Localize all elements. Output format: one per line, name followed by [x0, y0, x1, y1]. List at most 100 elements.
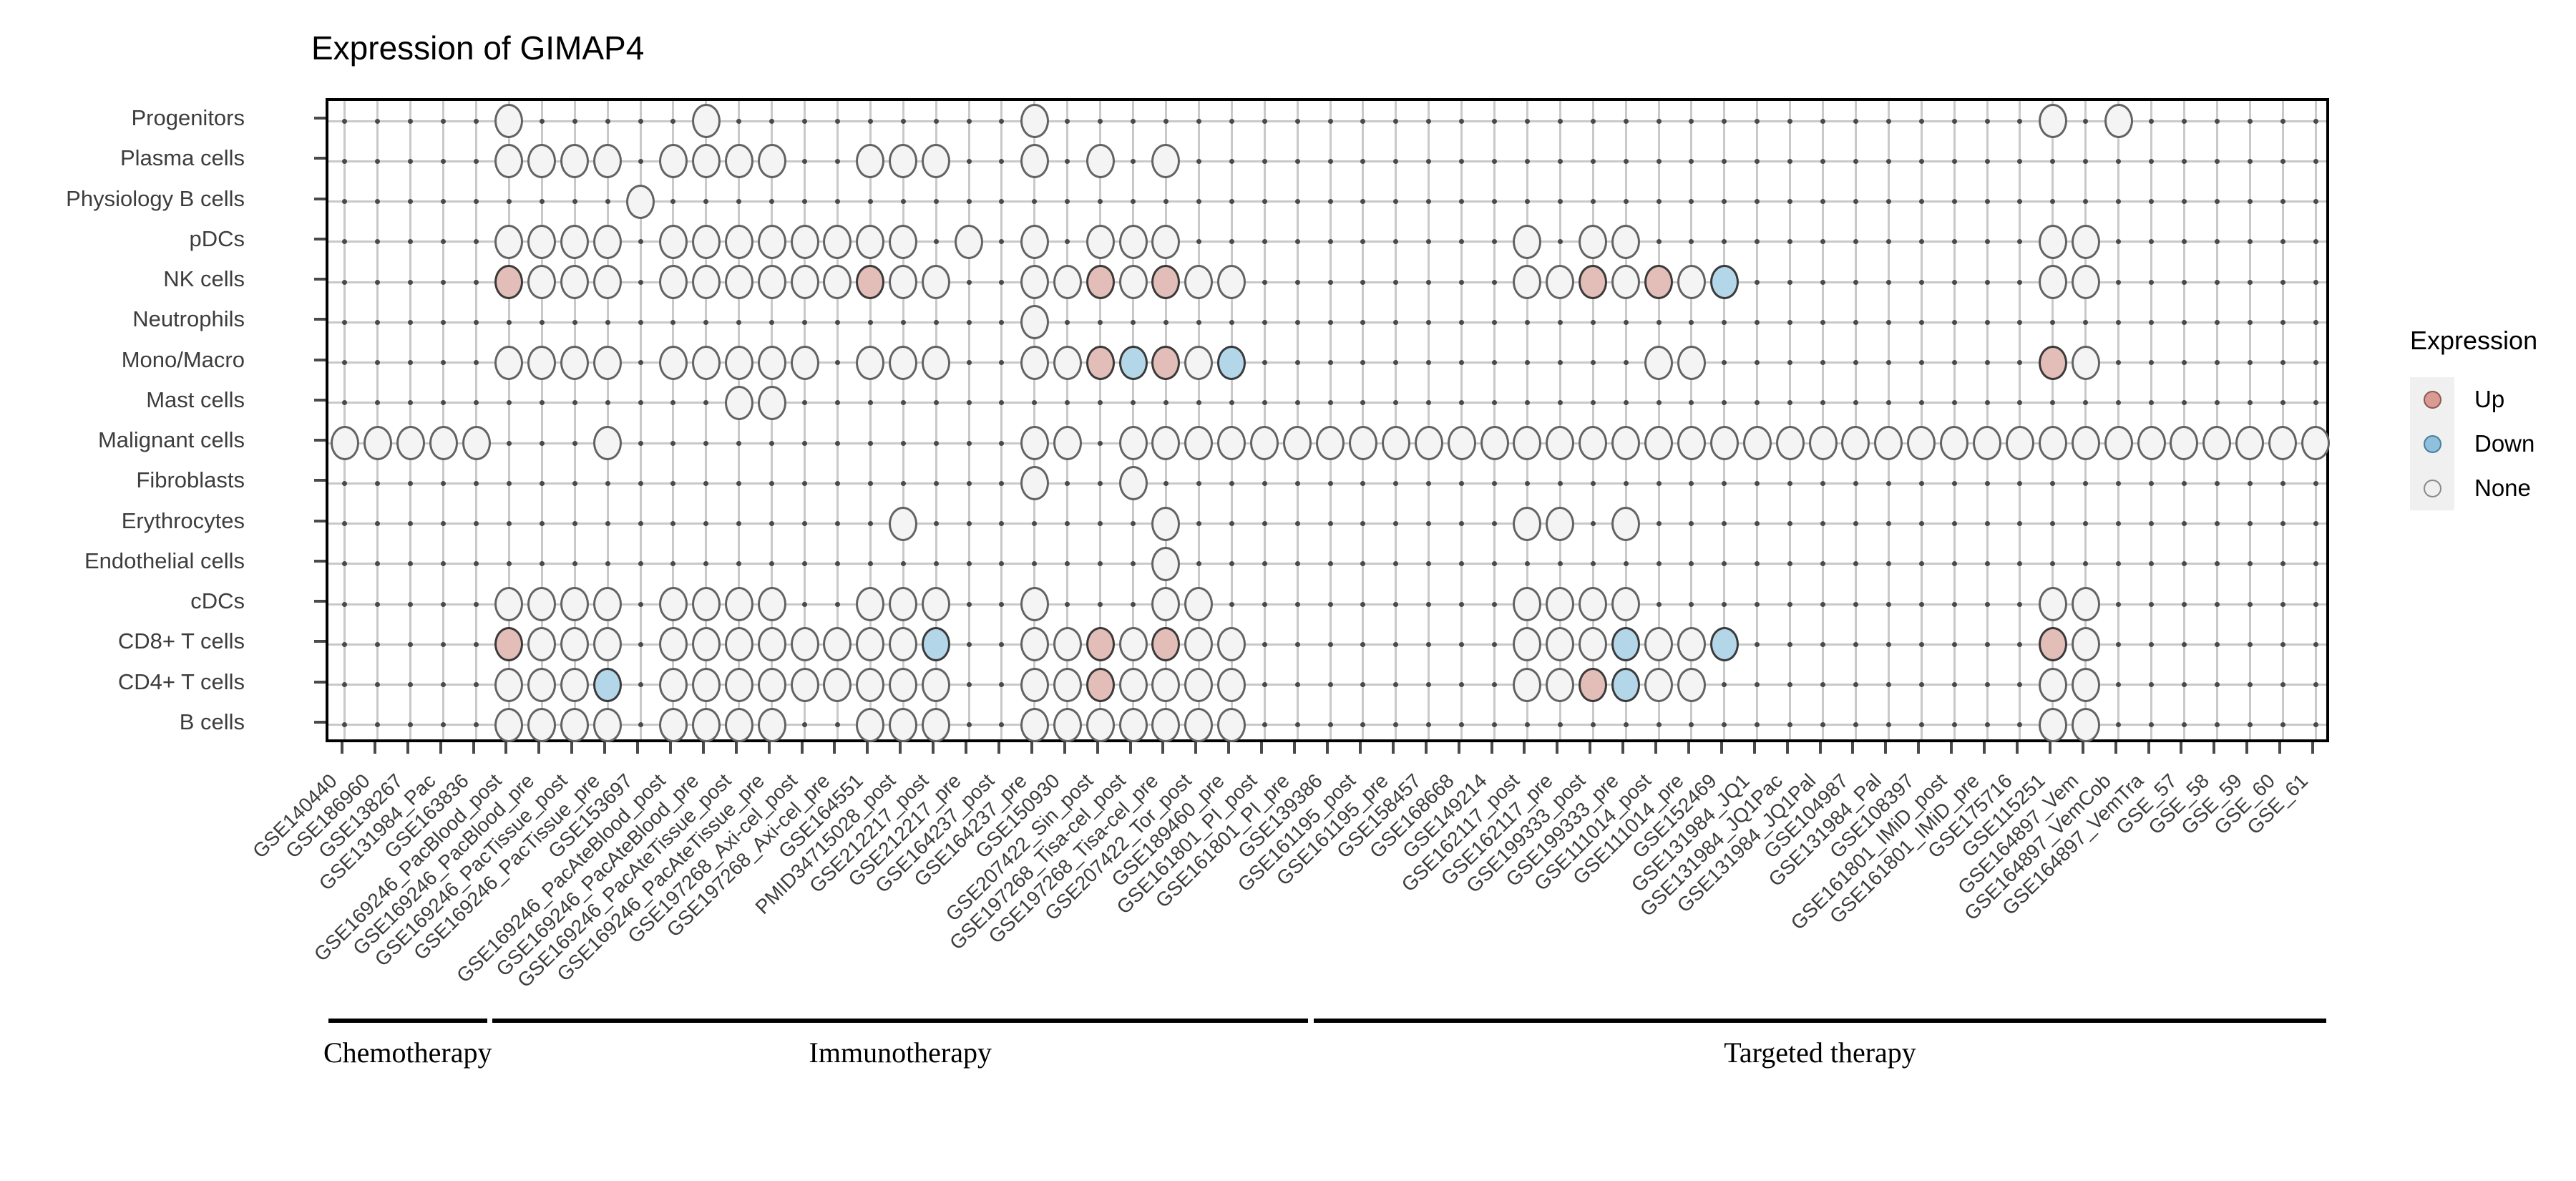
expression-dot[interactable] [757, 707, 786, 742]
expression-dot[interactable] [1151, 627, 1181, 662]
expression-dot[interactable] [1151, 144, 1181, 179]
expression-dot[interactable] [1874, 426, 1903, 461]
expression-dot[interactable] [1217, 627, 1246, 662]
expression-dot[interactable] [658, 265, 688, 300]
expression-dot[interactable] [1709, 265, 1739, 300]
expression-dot[interactable] [1085, 667, 1115, 702]
expression-dot[interactable] [1611, 506, 1641, 541]
expression-dot[interactable] [494, 707, 524, 742]
expression-dot[interactable] [724, 385, 753, 420]
expression-dot[interactable] [922, 265, 951, 300]
expression-dot[interactable] [757, 587, 786, 622]
expression-dot[interactable] [1151, 426, 1181, 461]
expression-dot[interactable] [560, 667, 590, 702]
expression-dot[interactable] [429, 426, 458, 461]
expression-dot[interactable] [790, 224, 819, 259]
expression-dot[interactable] [823, 265, 852, 300]
expression-dot[interactable] [856, 224, 885, 259]
expression-dot[interactable] [2235, 426, 2265, 461]
expression-dot[interactable] [658, 144, 688, 179]
expression-dot[interactable] [1611, 587, 1641, 622]
expression-dot[interactable] [1841, 426, 1870, 461]
expression-dot[interactable] [757, 265, 786, 300]
expression-dot[interactable] [724, 707, 753, 742]
expression-dot[interactable] [1644, 627, 1674, 662]
expression-dot[interactable] [1020, 144, 1049, 179]
expression-dot[interactable] [1381, 426, 1410, 461]
expression-dot[interactable] [856, 265, 885, 300]
expression-dot[interactable] [1644, 426, 1674, 461]
expression-dot[interactable] [1742, 426, 1772, 461]
expression-dot[interactable] [889, 506, 918, 541]
expression-dot[interactable] [494, 104, 524, 139]
expression-dot[interactable] [691, 144, 721, 179]
expression-dot[interactable] [593, 426, 623, 461]
expression-dot[interactable] [2071, 345, 2100, 380]
expression-dot[interactable] [1085, 265, 1115, 300]
expression-dot[interactable] [527, 265, 557, 300]
expression-dot[interactable] [1775, 426, 1805, 461]
expression-dot[interactable] [1118, 466, 1148, 501]
expression-dot[interactable] [1283, 426, 1312, 461]
expression-dot[interactable] [626, 184, 655, 219]
expression-dot[interactable] [1184, 707, 1214, 742]
expression-dot[interactable] [691, 104, 721, 139]
expression-dot[interactable] [1513, 224, 1542, 259]
expression-dot[interactable] [691, 707, 721, 742]
expression-dot[interactable] [1579, 627, 1608, 662]
expression-dot[interactable] [658, 224, 688, 259]
legend-item[interactable]: None [2410, 466, 2537, 510]
expression-dot[interactable] [691, 627, 721, 662]
expression-dot[interactable] [790, 667, 819, 702]
expression-dot[interactable] [1020, 265, 1049, 300]
expression-dot[interactable] [1184, 345, 1214, 380]
expression-dot[interactable] [1020, 305, 1049, 340]
expression-dot[interactable] [757, 224, 786, 259]
expression-dot[interactable] [889, 265, 918, 300]
expression-dot[interactable] [1611, 667, 1641, 702]
expression-dot[interactable] [527, 345, 557, 380]
expression-dot[interactable] [560, 587, 590, 622]
expression-dot[interactable] [462, 426, 491, 461]
expression-dot[interactable] [1118, 265, 1148, 300]
expression-dot[interactable] [1217, 265, 1246, 300]
expression-dot[interactable] [2268, 426, 2298, 461]
expression-dot[interactable] [757, 345, 786, 380]
expression-dot[interactable] [1579, 224, 1608, 259]
expression-dot[interactable] [363, 426, 392, 461]
expression-dot[interactable] [1184, 426, 1214, 461]
expression-dot[interactable] [494, 265, 524, 300]
expression-dot[interactable] [1151, 667, 1181, 702]
expression-dot[interactable] [1348, 426, 1377, 461]
expression-dot[interactable] [593, 265, 623, 300]
expression-dot[interactable] [922, 144, 951, 179]
expression-dot[interactable] [724, 265, 753, 300]
expression-dot[interactable] [1940, 426, 1969, 461]
expression-dot[interactable] [1513, 506, 1542, 541]
expression-dot[interactable] [560, 144, 590, 179]
expression-dot[interactable] [1118, 667, 1148, 702]
expression-dot[interactable] [1579, 587, 1608, 622]
expression-dot[interactable] [1151, 546, 1181, 581]
expression-dot[interactable] [2038, 667, 2067, 702]
expression-dot[interactable] [560, 224, 590, 259]
expression-dot[interactable] [1085, 224, 1115, 259]
expression-dot[interactable] [724, 144, 753, 179]
expression-dot[interactable] [1513, 627, 1542, 662]
expression-dot[interactable] [2071, 265, 2100, 300]
expression-dot[interactable] [1513, 587, 1542, 622]
expression-dot[interactable] [396, 426, 425, 461]
expression-dot[interactable] [2071, 426, 2100, 461]
expression-dot[interactable] [1020, 707, 1049, 742]
expression-dot[interactable] [922, 627, 951, 662]
expression-dot[interactable] [2038, 345, 2067, 380]
expression-dot[interactable] [1217, 707, 1246, 742]
expression-dot[interactable] [527, 627, 557, 662]
expression-dot[interactable] [658, 667, 688, 702]
expression-dot[interactable] [527, 224, 557, 259]
expression-dot[interactable] [1053, 627, 1082, 662]
expression-dot[interactable] [889, 224, 918, 259]
expression-dot[interactable] [1184, 667, 1214, 702]
expression-dot[interactable] [1644, 265, 1674, 300]
expression-dot[interactable] [1118, 426, 1148, 461]
